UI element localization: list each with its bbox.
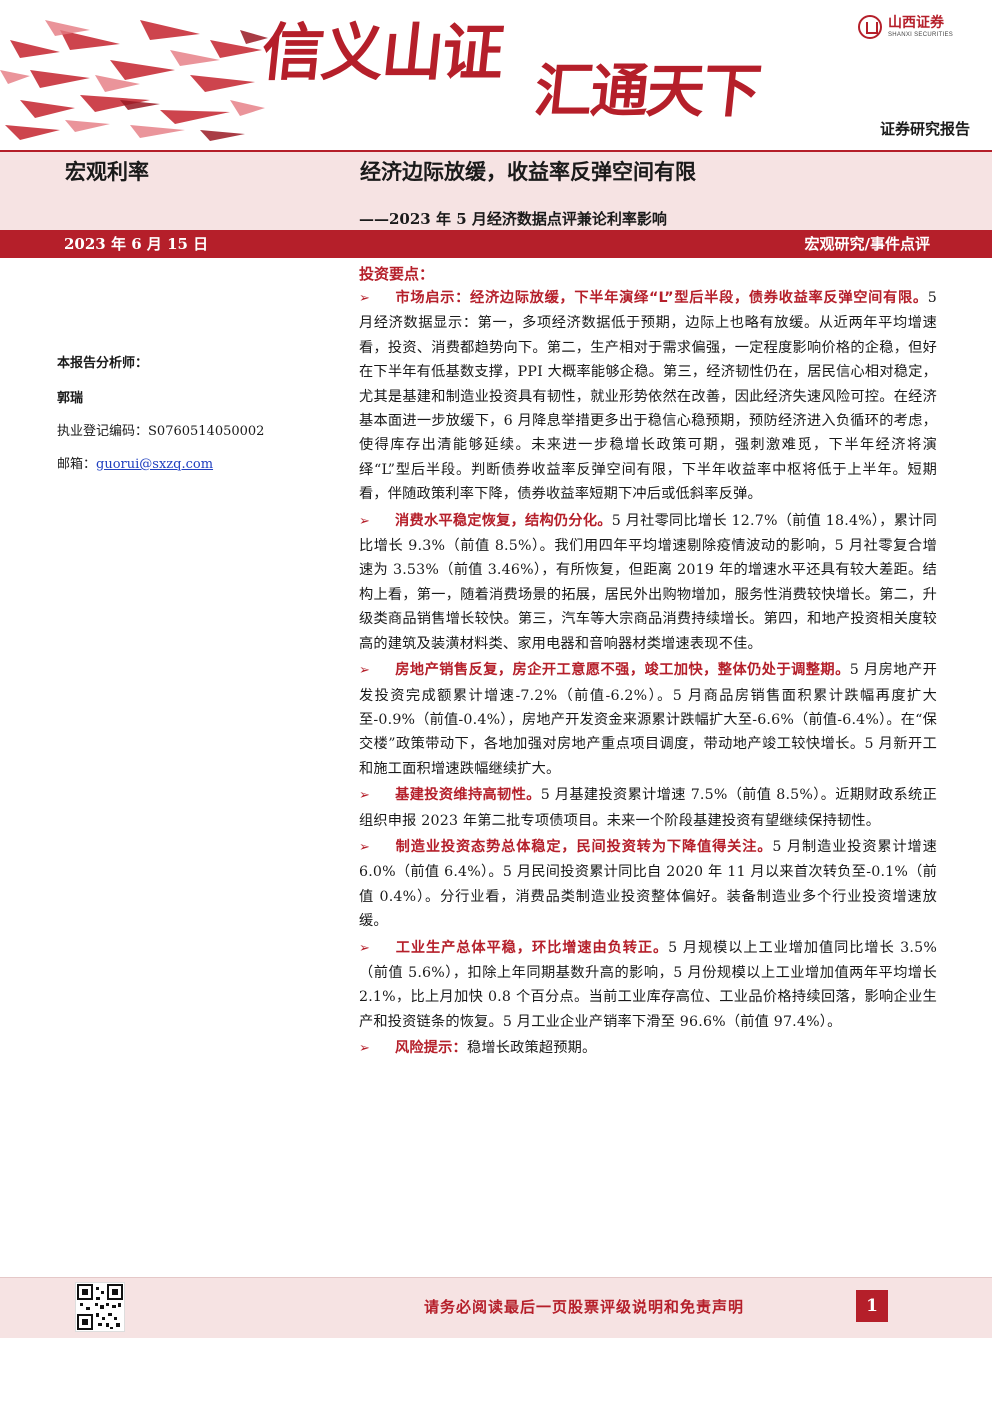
- bullet-body: 5 月制造业投资累计增速 6.0%（前值 6.4%）。5 月民间投资累计同比自 …: [359, 838, 937, 930]
- bullet-consumption: ➢ 消费水平稳定恢复，结构仍分化。5 月社零同比增长 12.7%（前值 18.4%…: [359, 509, 937, 656]
- bullet-market-insight: ➢ 市场启示：经济边际放缓，下半年演绎“L”型后半段，债券收益率反弹空间有限。5 …: [359, 286, 937, 507]
- arrow-bullet-icon: ➢: [359, 839, 371, 855]
- bullet-industrial: ➢ 工业生产总体平稳，环比增速由负转正。5 月规模以上工业增加值同比增长 3.5%…: [359, 936, 937, 1035]
- report-title: 经济边际放缓，收益率反弹空间有限: [360, 160, 696, 184]
- date-band: 2023 年 6 月 15 日 宏观研究/事件点评: [0, 230, 992, 258]
- header-banner: 信义山证 汇通天下 山西证券 SHANXI SECURITIES 证券研究报告: [0, 0, 992, 150]
- email-label: 邮箱：: [57, 457, 97, 472]
- report-section: 宏观研究/事件点评: [804, 235, 930, 253]
- logo-english: SHANXI SECURITIES: [888, 31, 954, 38]
- bullet-head: 房地产销售反复，房企开工意愿不强，竣工加快，整体仍处于调整期。: [395, 662, 850, 679]
- license-number: S0760514050002: [148, 424, 265, 439]
- analyst-heading: 本报告分析师：: [57, 356, 149, 371]
- arrow-bullet-icon: ➢: [359, 513, 371, 529]
- investment-highlights: 投资要点： ➢ 市场启示：经济边际放缓，下半年演绎“L”型后半段，债券收益率反弹空…: [359, 262, 937, 1062]
- analyst-email: 邮箱：guorui@sxzq.com: [57, 453, 297, 472]
- bullet-head: 风险提示：: [395, 1040, 467, 1057]
- logo-icon: [858, 15, 882, 39]
- bullet-head: 消费水平稳定恢复，结构仍分化。: [395, 512, 612, 529]
- arrow-bullet-icon: ➢: [359, 1041, 371, 1057]
- bullet-body: 稳增长政策超预期。: [466, 1040, 597, 1057]
- analyst-info: 本报告分析师： 郭瑞 执业登记编码：S0760514050002 邮箱：guor…: [57, 352, 297, 472]
- qr-code-icon: [75, 1282, 125, 1332]
- page-number: 1: [856, 1290, 888, 1322]
- bullet-body: 5 月社零同比增长 12.7%（前值 18.4%），累计同比增长 9.3%（前值…: [359, 512, 937, 652]
- slogan-right: 汇通天下: [531, 57, 763, 125]
- bullet-body: 5 月规模以上工业增加值同比增长 3.5%（前值 5.6%），扣除上年同期基数升…: [359, 939, 938, 1030]
- disclaimer-notice: 请务必阅读最后一页股票评级说明和免责声明: [424, 1298, 745, 1316]
- license-label: 执业登记编码：: [57, 424, 149, 439]
- bullet-head: 制造业投资态势总体稳定，民间投资转为下降值得关注。: [395, 838, 773, 855]
- report-category: 宏观利率: [65, 160, 149, 184]
- bullet-real-estate: ➢ 房地产销售反复，房企开工意愿不强，竣工加快，整体仍处于调整期。5 月房地产开发…: [359, 658, 937, 781]
- report-type: 证券研究报告: [879, 120, 970, 138]
- email-link[interactable]: guorui@sxzq.com: [96, 457, 214, 472]
- analyst-name: 郭瑞: [57, 391, 84, 406]
- bullet-infrastructure: ➢ 基建投资维持高韧性。5 月基建投资累计增速 7.5%（前值 8.5%）。近期财…: [359, 783, 937, 833]
- bullet-risk: ➢ 风险提示：稳增长政策超预期。: [359, 1036, 937, 1061]
- bullet-body: 5 月房地产开发投资完成额累计增速-7.2%（前值-6.2%）。5 月商品房销售…: [359, 662, 938, 777]
- bullet-body: 5 月经济数据显示：第一，多项经济数据低于预期，边际上也略有放缓。从近两年平均增…: [359, 290, 937, 503]
- arrow-bullet-icon: ➢: [359, 291, 371, 306]
- bullet-manufacturing: ➢ 制造业投资态势总体稳定，民间投资转为下降值得关注。5 月制造业投资累计增速 6…: [359, 835, 937, 934]
- red-arrow-graphic: [0, 20, 268, 141]
- bullet-body: 5 月基建投资累计增速 7.5%（前值 8.5%）。近期财政系统正组织申报 20…: [359, 787, 937, 829]
- slogan-left: 信义山证: [258, 16, 506, 89]
- bullet-head: 工业生产总体平稳，环比增速由负转正。: [395, 939, 669, 956]
- highlights-heading: 投资要点：: [359, 265, 435, 283]
- company-logo: 山西证券 SHANXI SECURITIES: [858, 10, 980, 44]
- arrow-bullet-icon: ➢: [359, 940, 371, 956]
- arrow-bullet-icon: ➢: [359, 788, 371, 804]
- title-band: 宏观利率 经济边际放缓，收益率反弹空间有限 ——2023 年 5 月经济数据点评…: [0, 150, 992, 232]
- bullet-head: 基建投资维持高韧性。: [395, 787, 541, 804]
- bullet-head: 市场启示：经济边际放缓，下半年演绎“L”型后半段，债券收益率反弹空间有限。: [395, 290, 928, 306]
- report-date: 2023 年 6 月 15 日: [64, 235, 209, 253]
- report-subtitle: ——2023 年 5 月经济数据点评兼论利率影响: [359, 210, 667, 228]
- page-footer: 请务必阅读最后一页股票评级说明和免责声明 1: [0, 1277, 992, 1338]
- logo-name: 山西证券: [888, 14, 944, 31]
- arrow-bullet-icon: ➢: [359, 663, 371, 679]
- analyst-license: 执业登记编码：S0760514050002: [57, 420, 297, 439]
